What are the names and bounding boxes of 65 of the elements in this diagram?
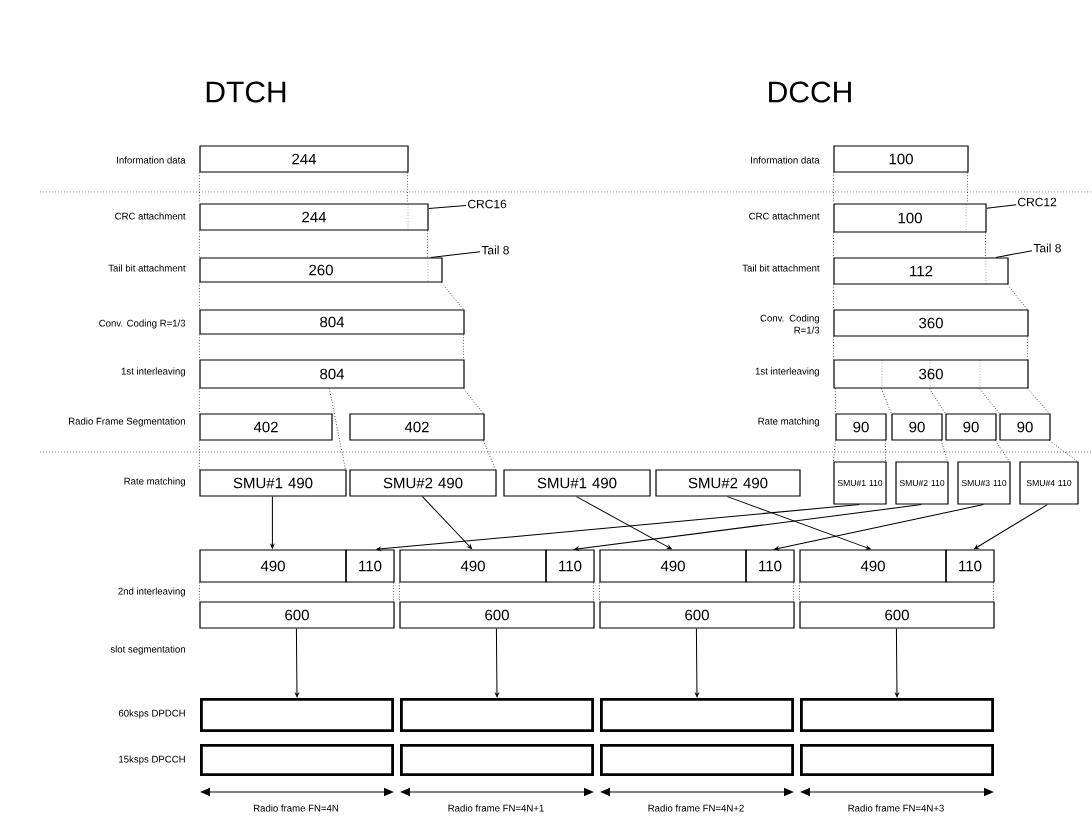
guide-line (993, 582, 994, 602)
arrow (774, 504, 984, 551)
guide-line (833, 336, 834, 360)
guide-line (833, 284, 834, 310)
arrow (726, 496, 871, 550)
guide-line (599, 582, 600, 602)
frame-box (200, 698, 394, 732)
guide-line (199, 388, 200, 414)
guide-line (199, 440, 200, 470)
guide-line (199, 172, 200, 204)
guide-line (329, 388, 346, 470)
arrow (974, 504, 1048, 550)
frame-box (400, 744, 594, 776)
leader-line (986, 204, 1017, 209)
guide-line (593, 582, 594, 602)
guide-line (979, 388, 1000, 414)
guide-line (407, 172, 408, 204)
guide-line (835, 388, 836, 414)
arrow (376, 504, 860, 551)
frame-box (600, 698, 794, 732)
guide-line (929, 388, 946, 414)
guide-line (463, 388, 484, 414)
guide-line (885, 440, 886, 462)
guide-line (793, 582, 794, 602)
guide-line (967, 172, 968, 204)
arrow (574, 504, 922, 551)
guide-line (199, 282, 200, 310)
guide-line (941, 440, 948, 462)
leader-line (428, 205, 467, 209)
arrow (270, 496, 275, 549)
heading: DCCH (769, 81, 851, 103)
arrow (495, 628, 499, 698)
guide-line (393, 582, 394, 602)
arrow (575, 496, 672, 550)
guide-line (199, 582, 200, 602)
guide-line (799, 582, 800, 602)
guide-line (463, 334, 464, 360)
guide-line (833, 440, 836, 462)
frame-box (200, 744, 394, 776)
heading: DTCH (206, 81, 286, 103)
guide-line (995, 440, 1010, 462)
frame-box (800, 698, 994, 732)
guide-line (881, 388, 892, 414)
guide-line (833, 232, 834, 258)
arrow (695, 628, 699, 698)
guide-line (483, 440, 496, 470)
guide-line (985, 232, 986, 258)
guide-line (1049, 440, 1078, 462)
guide-line (199, 334, 200, 360)
guide-line (399, 582, 400, 602)
guide-line (1027, 388, 1050, 414)
guide-line (1007, 284, 1028, 310)
leader-line (995, 250, 1033, 258)
frame-box (600, 744, 794, 776)
guide-line (833, 172, 834, 204)
arrow (295, 628, 299, 698)
guide-line (199, 230, 200, 258)
frame-box (800, 744, 994, 776)
arrow (895, 628, 899, 698)
frame-box (400, 698, 594, 732)
guide-line (441, 282, 464, 310)
guide-line (1027, 336, 1028, 360)
guide-line (427, 230, 428, 258)
leader-line (430, 251, 481, 258)
arrow (421, 496, 472, 549)
